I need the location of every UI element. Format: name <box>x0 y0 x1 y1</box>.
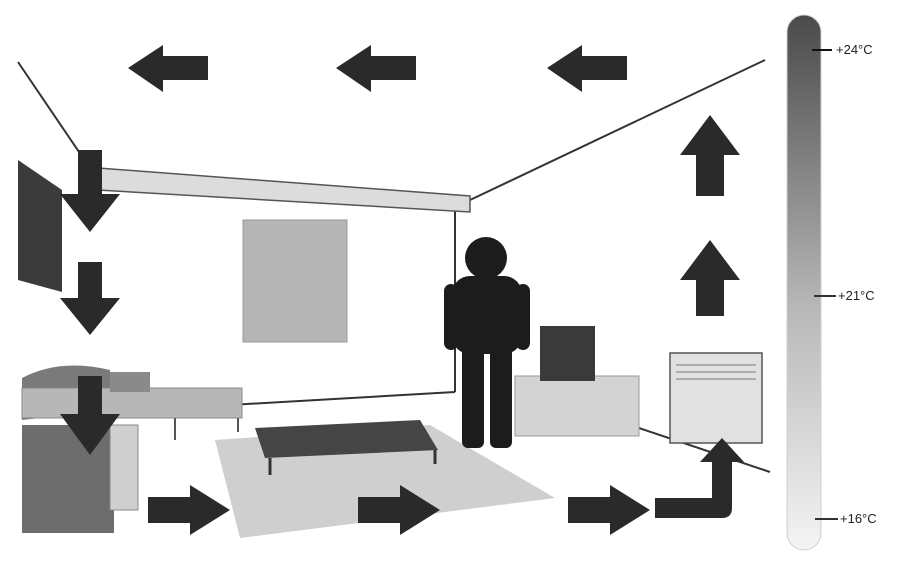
arrow-right-icon <box>358 485 440 535</box>
ceiling-arrows <box>128 45 627 92</box>
sideboard <box>514 326 640 437</box>
left-wall-arrows <box>60 150 120 455</box>
arrow-up-icon <box>680 240 740 316</box>
ceiling-beam <box>97 167 471 213</box>
temp-label-24: +24°C <box>836 42 873 57</box>
bent-arrow-icon <box>655 438 744 518</box>
arrow-left-icon <box>547 45 627 92</box>
floor-arrows <box>148 485 650 535</box>
arrow-down-icon <box>60 262 120 335</box>
arrow-right-icon <box>148 485 230 535</box>
temperature-scale <box>786 14 838 551</box>
radiator <box>669 352 763 444</box>
temp-label-16: +16°C <box>840 511 877 526</box>
person-icon <box>444 237 530 448</box>
coffee-table <box>255 420 438 475</box>
left-armchair <box>22 424 139 533</box>
arrow-down-icon <box>60 376 120 455</box>
temp-label-21: +21°C <box>838 288 875 303</box>
wall-painting <box>242 219 348 343</box>
arrow-left-icon <box>128 45 208 92</box>
arrow-right-icon <box>568 485 650 535</box>
arrow-left-icon <box>336 45 416 92</box>
arrow-down-icon <box>60 150 120 232</box>
arrow-up-icon <box>680 115 740 196</box>
rising-arrows <box>680 115 740 316</box>
window <box>18 160 62 292</box>
